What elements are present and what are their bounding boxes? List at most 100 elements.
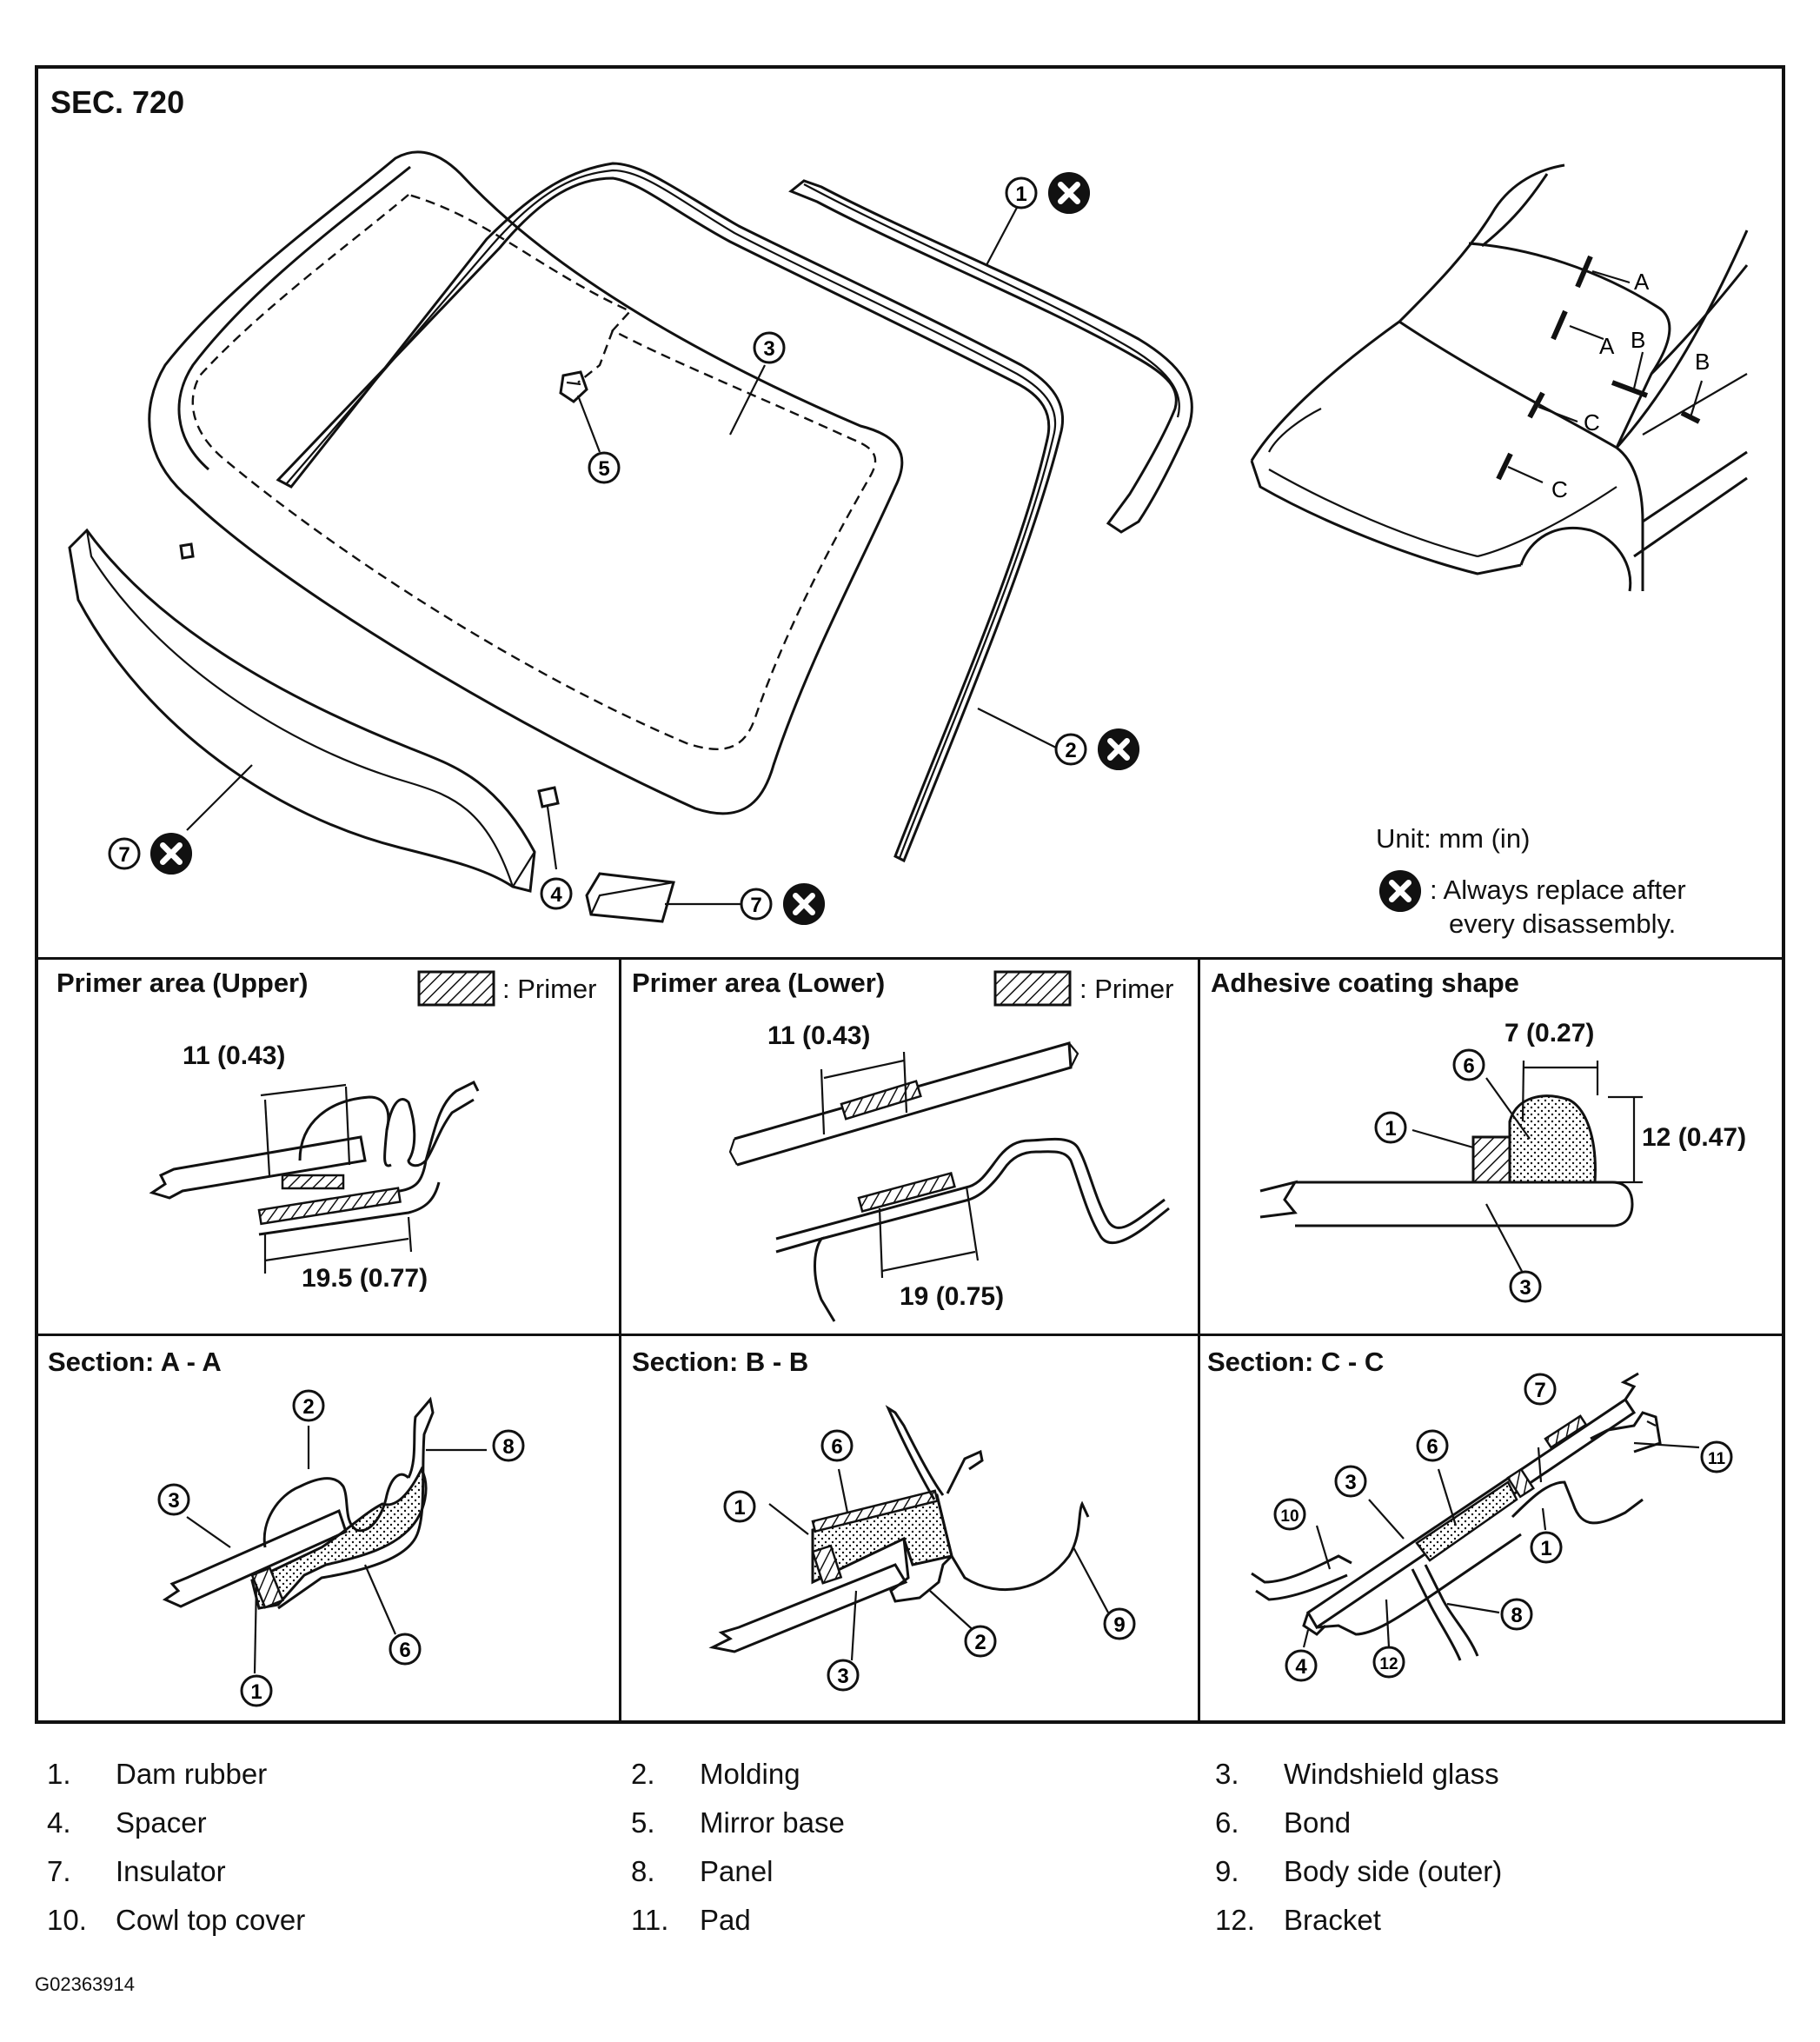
leader-5 xyxy=(576,395,601,453)
replace-legend-icon xyxy=(1379,870,1421,912)
adhesive-drawing xyxy=(1259,1060,1643,1279)
svg-text:7: 7 xyxy=(750,894,761,917)
legend-num-4: 4. xyxy=(47,1806,71,1839)
callout-1: 1 xyxy=(1374,1111,1407,1144)
callout-5: 5 xyxy=(588,451,621,484)
legend-label-1: Dam rubber xyxy=(116,1758,268,1790)
svg-text:8: 8 xyxy=(502,1435,514,1459)
primer-lower-drawing xyxy=(728,1041,1170,1322)
legend-label-3: Windshield glass xyxy=(1284,1758,1499,1790)
callout-3: 3 xyxy=(157,1483,190,1516)
callout-1: 1 xyxy=(240,1674,273,1707)
primer-lower-legend: : Primer xyxy=(1079,974,1174,1004)
leader-1 xyxy=(986,203,1020,266)
legend-num-7: 7. xyxy=(47,1855,71,1887)
legend-num-3: 3. xyxy=(1215,1758,1239,1790)
legend-label-7: Insulator xyxy=(116,1855,226,1887)
svg-text:3: 3 xyxy=(837,1665,848,1688)
callout-7: 7 xyxy=(108,837,141,870)
legend-label-6: Bond xyxy=(1284,1806,1352,1839)
primer-upper-drawing xyxy=(149,1080,480,1274)
replace-note-line2: every disassembly. xyxy=(1449,908,1677,939)
section-aa-drawing xyxy=(162,1396,487,1674)
svg-text:1: 1 xyxy=(250,1680,262,1704)
svg-text:3: 3 xyxy=(168,1489,179,1513)
svg-text:11: 11 xyxy=(1708,1450,1726,1468)
svg-text:C: C xyxy=(1584,409,1600,436)
figure-code: G02363914 xyxy=(35,1973,135,1995)
callout-6: 6 xyxy=(1416,1429,1449,1462)
section-aa-title: Section: A - A xyxy=(48,1347,222,1377)
legend-num-9: 9. xyxy=(1215,1855,1239,1887)
primer-lower-dim-11: 11 (0.43) xyxy=(767,1021,871,1050)
primer-upper-title: Primer area (Upper) xyxy=(56,968,309,998)
callout-2: 2 xyxy=(964,1625,997,1658)
unit-note: Unit: mm (in) xyxy=(1376,823,1531,854)
primer-upper-dim-11: 11 (0.43) xyxy=(183,1041,286,1070)
callout-3: 3 xyxy=(753,331,786,364)
legend-num-11: 11. xyxy=(631,1904,669,1936)
legend-num-8: 8. xyxy=(631,1855,655,1887)
svg-text:4: 4 xyxy=(550,883,562,907)
adhesive-dim-height: 12 (0.47) xyxy=(1642,1123,1747,1152)
section-bb-drawing xyxy=(708,1405,1109,1661)
primer-lower-title: Primer area (Lower) xyxy=(632,968,886,998)
diagram-frame xyxy=(35,65,1785,1724)
svg-text:6: 6 xyxy=(1463,1054,1474,1078)
separate-insulator-drawing xyxy=(585,872,741,923)
callout-3: 3 xyxy=(1334,1465,1367,1498)
svg-text:10: 10 xyxy=(1280,1507,1299,1526)
callout-10: 10 xyxy=(1273,1498,1306,1531)
callout-6: 6 xyxy=(1452,1048,1485,1081)
svg-text:8: 8 xyxy=(1511,1604,1522,1627)
replace-icon xyxy=(783,883,825,925)
divider-middle-row xyxy=(38,1334,1782,1336)
svg-text:6: 6 xyxy=(399,1639,410,1662)
callout-2: 2 xyxy=(1054,733,1087,766)
legend-num-2: 2. xyxy=(631,1758,655,1790)
legend-label-8: Panel xyxy=(700,1855,774,1887)
callout-3: 3 xyxy=(1509,1270,1542,1303)
svg-text:3: 3 xyxy=(1519,1276,1531,1300)
legend-num-6: 6. xyxy=(1215,1806,1239,1839)
svg-text:6: 6 xyxy=(1426,1435,1438,1459)
primer-lower-dim-19: 19 (0.75) xyxy=(900,1282,1005,1311)
divider-col-1 xyxy=(619,957,621,1720)
section-cc-drawing xyxy=(1251,1372,1700,1661)
callout-4: 4 xyxy=(1285,1649,1318,1682)
svg-text:1: 1 xyxy=(734,1496,745,1520)
section-title: SEC. 720 xyxy=(50,84,185,120)
svg-text:C: C xyxy=(1551,476,1568,502)
lower-insulator-drawing xyxy=(68,528,536,893)
svg-text:9: 9 xyxy=(1113,1613,1125,1637)
legend-label-12: Bracket xyxy=(1284,1904,1381,1936)
spacer-drawing xyxy=(179,542,560,870)
primer-upper-legend: : Primer xyxy=(502,974,597,1004)
callout-1: 1 xyxy=(1530,1531,1563,1564)
legend-num-10: 10. xyxy=(47,1904,87,1936)
adhesive-dim-width: 7 (0.27) xyxy=(1504,1019,1595,1048)
upper-insulator-drawing xyxy=(788,179,1193,534)
legend-num-1: 1. xyxy=(47,1758,71,1790)
primer-upper-dim-19-5: 19.5 (0.77) xyxy=(302,1264,428,1293)
svg-text:3: 3 xyxy=(763,337,774,361)
callout-1: 1 xyxy=(723,1490,756,1523)
svg-text:2: 2 xyxy=(302,1395,314,1419)
section-markers: A A B B C C xyxy=(1496,255,1710,502)
svg-text:1: 1 xyxy=(1385,1117,1396,1141)
primer-lower-swatch xyxy=(993,970,1072,1007)
leader-7 xyxy=(186,764,253,831)
legend-num-12: 12. xyxy=(1215,1904,1255,1936)
leader-2 xyxy=(977,708,1057,748)
svg-text:5: 5 xyxy=(598,457,609,481)
callout-8: 8 xyxy=(1500,1598,1533,1631)
svg-text:B: B xyxy=(1631,327,1645,353)
legend-label-10: Cowl top cover xyxy=(116,1904,306,1936)
callout-2: 2 xyxy=(292,1389,325,1422)
callout-3: 3 xyxy=(827,1659,860,1692)
mirror-base-drawing xyxy=(559,370,588,403)
callout-1: 1 xyxy=(1005,176,1038,210)
svg-text:A: A xyxy=(1634,269,1650,295)
svg-text:2: 2 xyxy=(974,1631,986,1654)
adhesive-title: Adhesive coating shape xyxy=(1211,968,1519,998)
